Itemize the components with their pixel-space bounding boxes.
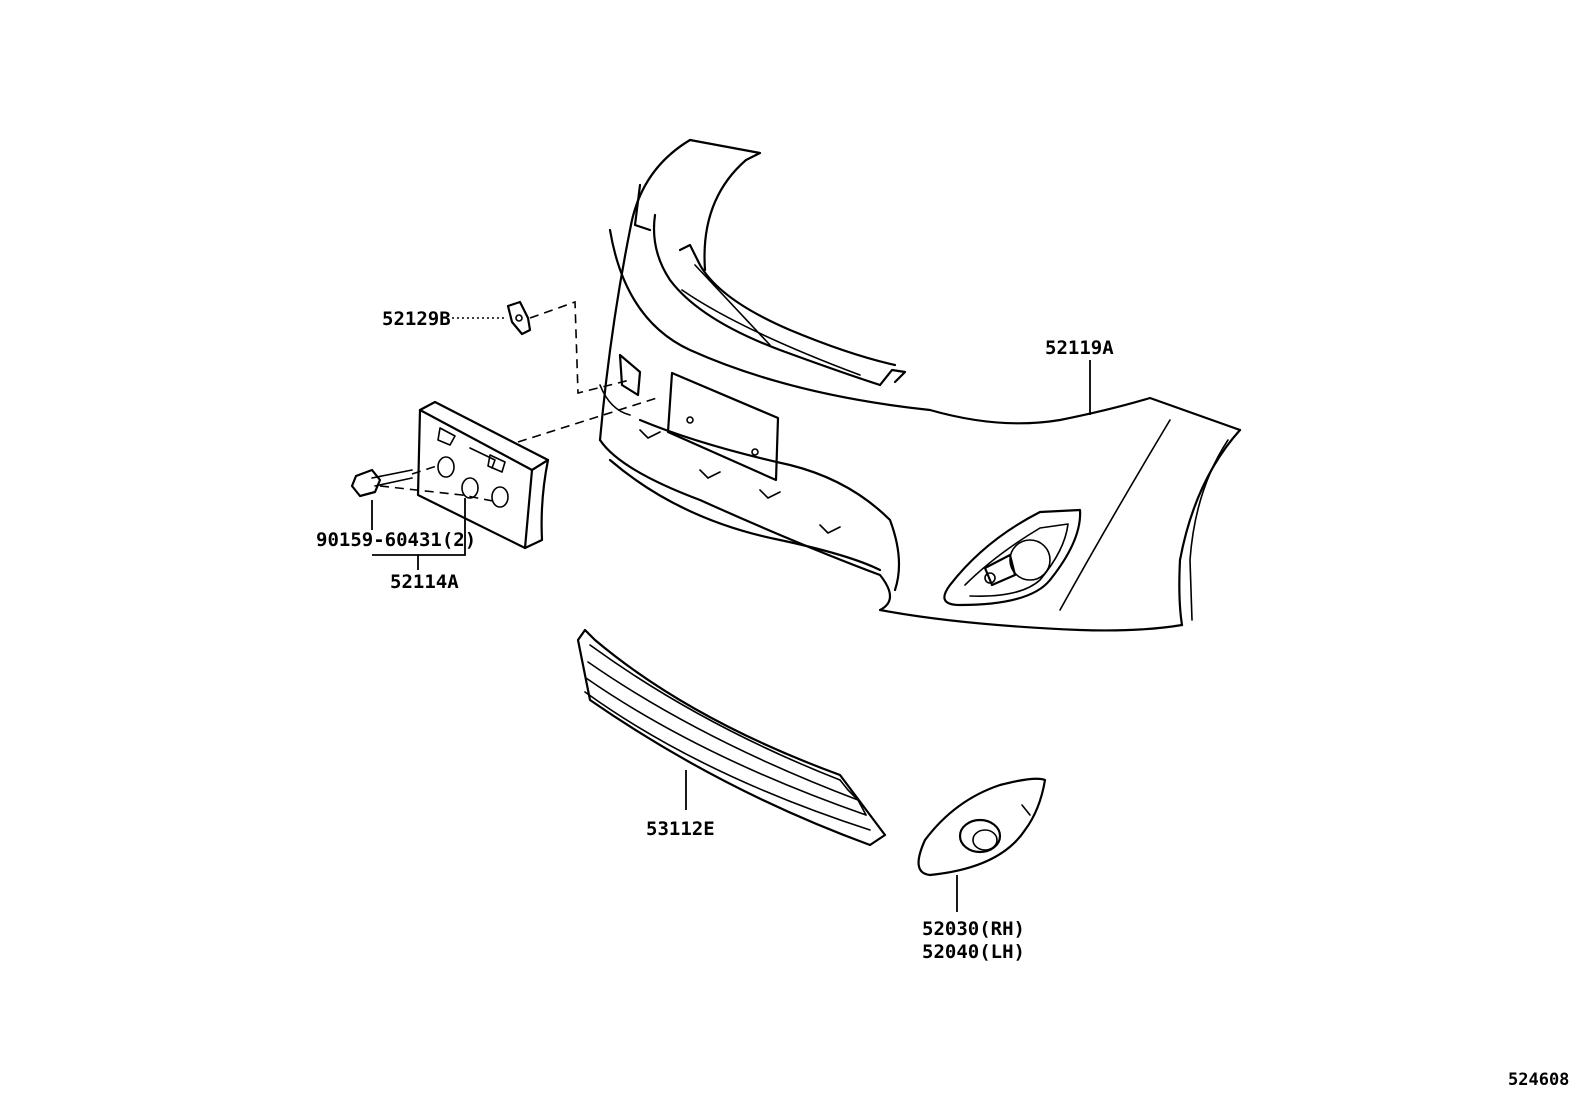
dashed-retainer-alignment	[529, 300, 631, 395]
dashed-bolt-alignment	[379, 464, 499, 503]
label-retainer-bracket: 52129B	[382, 308, 451, 330]
license-bracket	[416, 400, 550, 550]
label-license-bracket: 52114A	[390, 571, 459, 593]
label-fog-cover-rh: 52030(RH)	[922, 918, 1025, 940]
label-fog-cover-lh: 52040(LH)	[922, 941, 1025, 963]
bolt	[350, 468, 413, 498]
diagram-number: 524608	[1508, 1070, 1569, 1090]
bumper-cover	[598, 138, 1242, 632]
lower-grille	[576, 628, 887, 847]
label-lower-grille: 53112E	[646, 818, 715, 840]
label-bumper-cover: 52119A	[1045, 337, 1114, 359]
retainer-bracket	[506, 300, 532, 336]
bracket-line-license	[372, 498, 466, 570]
label-bolt: 90159-60431(2)	[316, 529, 476, 551]
dashed-bracket-alignment	[517, 396, 661, 443]
fog-lamp-cover	[917, 777, 1047, 877]
